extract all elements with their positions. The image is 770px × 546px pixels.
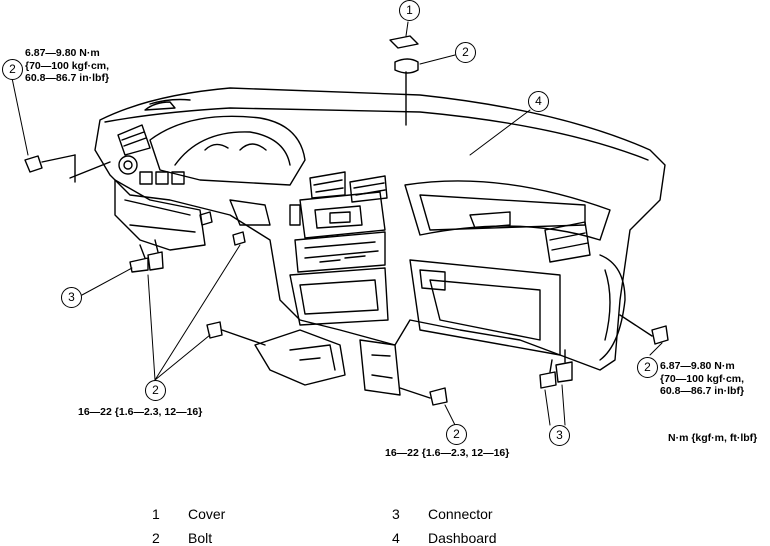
connector-left [129,239,164,273]
bolt-lower-center [399,387,448,406]
torque-spec-right: 6.87—9.80 N·m {70—100 kgf·cm, 60.8—86.7 … [660,360,744,398]
bolt-lower-left [206,321,266,346]
bolt-right [619,314,669,345]
callout-bolt-lower-left: 2 [145,380,166,401]
bolt-left [24,154,111,183]
legend-number: 1 [152,506,160,522]
dashboard-body [94,87,666,396]
bolt-top [394,58,419,126]
torque-spec-lower-center: 16—22 {1.6—2.3, 12—16} [385,447,510,459]
callout-connector-left: 3 [61,287,82,308]
callout-connector-right: 3 [549,425,570,446]
callout-cover-top: 1 [399,0,420,21]
torque-spec-upper-left: 6.87—9.80 N·m {70—100 kgf·cm, 60.8—86.7 … [25,47,109,85]
legend-number: 4 [392,530,400,546]
callout-dashboard: 4 [528,91,549,112]
torque-spec-line: {70—100 kgf·cm, [25,59,110,72]
bolt-inner-2 [232,231,246,246]
callout-bolt-top: 2 [455,42,476,63]
torque-units-note: N·m {kgf·m, ft·lbf} [668,432,758,444]
bolt-inner-1 [199,211,213,226]
callout-bolt-right: 2 [637,357,658,378]
legend-label-bolt: Bolt [188,530,213,546]
torque-spec-line: 60.8—86.7 in·lbf} [660,385,745,397]
legend-label-cover: Cover [188,506,226,522]
connector-right [539,349,573,389]
torque-spec-lower-left: 16—22 {1.6—2.3, 12—16} [78,406,203,418]
legend-label-connector: Connector [428,506,493,522]
torque-spec-line: 60.8—86.7 in·lbf} [25,72,110,84]
legend-label-dashboard: Dashboard [428,530,497,546]
leader-lines [11,21,663,426]
legend-number: 3 [392,506,400,522]
callout-bolt-lower-center: 2 [446,424,467,445]
torque-spec-line: {70—100 kgf·cm, [660,372,745,385]
torque-spec-line: 6.87—9.80 N·m [660,360,735,372]
cover-top [389,35,419,49]
callout-bolt-left: 2 [2,59,23,80]
legend-number: 2 [152,530,160,546]
torque-spec-line: 6.87—9.80 N·m [25,47,100,59]
